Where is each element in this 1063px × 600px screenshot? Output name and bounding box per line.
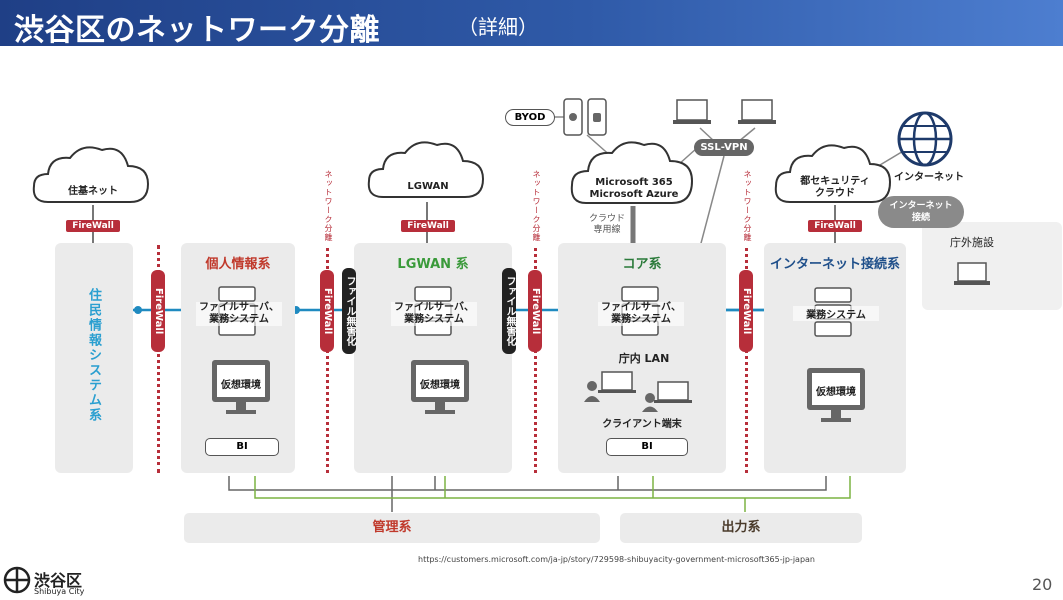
bi-box-kojin: BI bbox=[205, 438, 279, 456]
firewall-juki: FireWall bbox=[66, 220, 120, 232]
monitor-icon-internet bbox=[807, 368, 865, 422]
kojin-panel: 個人情報系 bbox=[181, 243, 295, 473]
core-title: コア系 bbox=[622, 257, 662, 272]
separator-line-1 bbox=[157, 245, 160, 473]
server-label-core: ファイルサーバ、 業務システム bbox=[598, 302, 684, 326]
internet-pill-line2: 接続 bbox=[911, 213, 930, 223]
juki-cloud-icon bbox=[32, 146, 150, 203]
cloud-line-label: クラウド 専用線 bbox=[582, 214, 632, 236]
globe-icon bbox=[897, 111, 953, 167]
juumin-panel: 住民情報システム系 bbox=[55, 243, 133, 473]
shibuya-logo: 渋谷区 Shibuya City bbox=[2, 565, 102, 599]
page-title: 渋谷区のネットワーク分離 bbox=[14, 13, 380, 48]
logo-name: 渋谷区 bbox=[34, 571, 83, 590]
firewall-lgwan: FireWall bbox=[401, 220, 455, 232]
shibuya-emblem-icon bbox=[3, 566, 31, 594]
server-kojin-line1: ファイルサーバ、 bbox=[199, 302, 279, 313]
lgwan-title: LGWAN 系 bbox=[397, 257, 469, 272]
internet-label: インターネット bbox=[894, 172, 964, 183]
smartphone-icons bbox=[563, 98, 607, 136]
server-label-kojin: ファイルサーバ、 業務システム bbox=[196, 302, 282, 326]
byod-badge: BYOD bbox=[505, 109, 555, 126]
firewall-vertical-2: FireWall bbox=[320, 270, 334, 352]
laptop-icon bbox=[954, 262, 990, 285]
lgwan-panel: LGWAN 系 bbox=[354, 243, 512, 473]
microsoft365-text: Microsoft 365 bbox=[595, 177, 673, 188]
vm-label-kojin: 仮想環境 bbox=[221, 380, 261, 391]
toseki-line2: クラウド bbox=[815, 188, 855, 199]
server-core-line2: 業務システム bbox=[611, 314, 671, 325]
separator-label-2: ネットワーク分離 bbox=[532, 170, 541, 242]
cloud-line-1: クラウド bbox=[588, 214, 625, 224]
monitor-icon-lgwan bbox=[411, 360, 469, 414]
separator-line-4 bbox=[745, 248, 748, 473]
offsite-label: 庁外施設 bbox=[950, 236, 994, 249]
server-core-line1: ファイルサーバ、 bbox=[601, 302, 681, 313]
title-bar: 渋谷区のネットワーク分離 （詳細） bbox=[0, 0, 1063, 48]
offsite-panel: 庁外施設 bbox=[922, 222, 1062, 310]
page-number: 20 bbox=[1032, 575, 1053, 594]
server-kojin-line2: 業務システム bbox=[209, 314, 269, 325]
kojin-title: 個人情報系 bbox=[205, 257, 271, 272]
toseki-cloud-icon bbox=[774, 144, 892, 203]
vm-label-internet: 仮想環境 bbox=[816, 387, 856, 398]
azure-text: Microsoft Azure bbox=[589, 189, 679, 200]
file-sanitize-2: ファイル無害化 bbox=[502, 268, 516, 354]
microsoft-cloud-label: Microsoft 365 Microsoft Azure bbox=[588, 177, 680, 201]
page-subtitle: （詳細） bbox=[458, 15, 538, 39]
lgwan-cloud-icon bbox=[367, 141, 485, 198]
kanri-bar: 管理系 bbox=[184, 513, 600, 543]
server-label-lgwan: ファイルサーバ、 業務システム bbox=[391, 302, 477, 326]
separator-label-1: ネットワーク分離 bbox=[324, 170, 333, 242]
shutsuryoku-bar: 出力系 bbox=[620, 513, 862, 543]
ssl-vpn-badge: SSL-VPN bbox=[694, 139, 754, 156]
remote-laptop-icons bbox=[673, 99, 776, 124]
separator-line-2 bbox=[326, 248, 329, 473]
separator-line-3 bbox=[534, 248, 537, 473]
client-pc-icons bbox=[584, 371, 692, 412]
juumin-label: 住民情報システム系 bbox=[86, 288, 101, 423]
internet-connection-pill: インターネット 接続 bbox=[878, 196, 964, 228]
server-lgwan-line2: 業務システム bbox=[404, 314, 464, 325]
juki-cloud-label: 住基ネット bbox=[68, 186, 118, 197]
vm-label-lgwan: 仮想環境 bbox=[420, 380, 460, 391]
firewall-vertical-4: FireWall bbox=[739, 270, 753, 352]
internet-panel: インターネット接続系 bbox=[764, 243, 906, 473]
bi-box-core: BI bbox=[606, 438, 688, 456]
internet-pill-line1: インターネット bbox=[889, 201, 953, 211]
client-label: クライアント端末 bbox=[602, 419, 682, 430]
firewall-vertical-3: FireWall bbox=[528, 270, 542, 352]
lgwan-cloud-label: LGWAN bbox=[407, 181, 449, 192]
lan-label: 庁内 LAN bbox=[618, 352, 670, 365]
microsoft-cloud-icon bbox=[570, 141, 694, 204]
firewall-toseki: FireWall bbox=[808, 220, 862, 232]
separator-label-3: ネットワーク分離 bbox=[743, 170, 752, 242]
core-panel: コア系 bbox=[558, 243, 726, 473]
toseki-cloud-label: 都セキュリティ クラウド bbox=[792, 176, 878, 200]
logo-romaji: Shibuya City bbox=[34, 587, 85, 596]
source-url: https://customers.microsoft.com/ja-jp/st… bbox=[418, 555, 815, 564]
toseki-line1: 都セキュリティ bbox=[800, 176, 870, 187]
firewall-vertical-1: FireWall bbox=[151, 270, 165, 352]
file-sanitize-1: ファイル無害化 bbox=[342, 268, 356, 354]
server-label-internet: 業務システム bbox=[793, 306, 879, 321]
cloud-line-2: 専用線 bbox=[593, 225, 621, 235]
server-lgwan-line1: ファイルサーバ、 bbox=[394, 302, 474, 313]
monitor-icon-kojin bbox=[212, 360, 270, 414]
internet-title: インターネット接続系 bbox=[769, 257, 900, 272]
